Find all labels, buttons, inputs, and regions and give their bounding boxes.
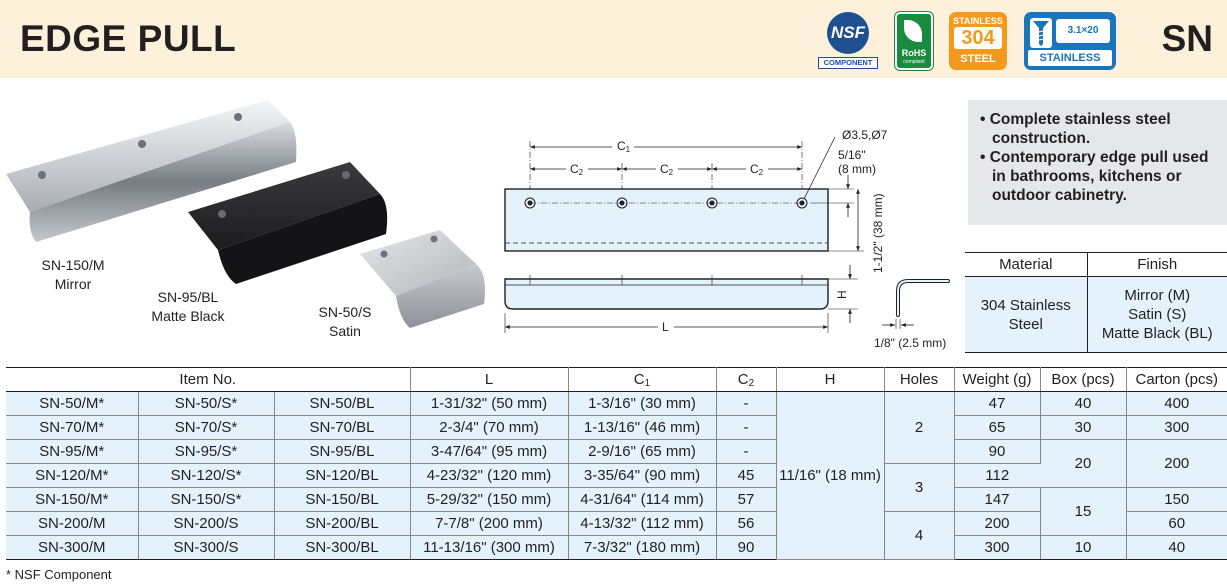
finish-header: Finish bbox=[1086, 252, 1227, 277]
stainless-304-badge: STAINLESS 304 STEEL bbox=[949, 12, 1007, 70]
c1-header: C1 bbox=[568, 367, 717, 392]
finish-values: Mirror (M) Satin (S) Matte Black (BL) bbox=[1086, 276, 1227, 353]
holes-cell: 3 bbox=[884, 463, 955, 512]
c2-label-2: C2 bbox=[660, 162, 674, 177]
item-no-header: Item No. bbox=[6, 367, 411, 392]
hole-diameter-label: Ø3.5,Ø7 bbox=[842, 128, 888, 142]
table-row: SN-150/M* SN-150/S* SN-150/BL 5-29/32" (… bbox=[6, 487, 1227, 536]
photo-caption-black: SN-95/BL Matte Black bbox=[151, 289, 225, 324]
page-title: EDGE PULL bbox=[20, 18, 237, 59]
carton-header: Carton (pcs) bbox=[1126, 367, 1227, 392]
steel-badge-bottom: STEEL bbox=[960, 53, 996, 65]
nsf-component-badge: NSF COMPONENT bbox=[818, 12, 878, 70]
nsf-logo-icon: NSF bbox=[827, 12, 869, 54]
material-value: 304 Stainless Steel bbox=[965, 276, 1087, 353]
table-row: SN-70/M* SN-70/S* SN-70/BL 2-3/4" (70 mm… bbox=[6, 415, 1227, 440]
holes-cell: 4 bbox=[884, 511, 955, 560]
c1-label: C1 bbox=[617, 139, 631, 154]
holes-cell: 2 bbox=[884, 391, 955, 464]
hole-offset-mm: (8 mm) bbox=[838, 162, 876, 176]
h-header: H bbox=[776, 367, 885, 392]
material-finish-table: Material Finish 304 Stainless Steel Mirr… bbox=[965, 252, 1227, 353]
rohs-badge: RoHS compliant bbox=[895, 12, 933, 70]
technical-drawing: C1 C2 C2 C2 Ø3.5,Ø7 bbox=[490, 115, 965, 355]
screw-dimension: 3.1×20 bbox=[1056, 19, 1110, 43]
product-photos bbox=[0, 92, 500, 362]
steel-badge-top: STAINLESS bbox=[953, 16, 1003, 26]
h-value-cell: 11/16" (18 mm) bbox=[776, 391, 885, 560]
rohs-sub-label: compliant bbox=[903, 59, 925, 65]
thickness-label: 1/8" (2.5 mm) bbox=[874, 336, 946, 350]
table-row: SN-95/M* SN-95/S* SN-95/BL 3-47/64" (95 … bbox=[6, 439, 1227, 488]
l-header: L bbox=[410, 367, 569, 392]
height-dimension-label: 1-1/2" (38 mm) bbox=[871, 193, 885, 273]
feature-item: Contemporary edge pull used in bathrooms… bbox=[980, 148, 1219, 205]
weight-header: Weight (g) bbox=[954, 367, 1041, 392]
feature-item: Complete stainless steel construction. bbox=[980, 110, 1219, 148]
l-dimension-label: L bbox=[662, 320, 669, 334]
screw-icon bbox=[1030, 18, 1052, 48]
footnote: * NSF Component bbox=[6, 567, 112, 582]
specification-table: Item No. L C1 C2 H Holes Weight (g) Box … bbox=[6, 367, 1227, 560]
matte-black-pull-image bbox=[188, 162, 388, 284]
screw-badge: 3.1×20 STAINLESS bbox=[1024, 12, 1116, 70]
feature-list: Complete stainless steel construction. C… bbox=[968, 100, 1227, 225]
box-header: Box (pcs) bbox=[1040, 367, 1127, 392]
screw-material-label: STAINLESS bbox=[1028, 50, 1112, 66]
satin-pull-image bbox=[360, 230, 485, 328]
hole-offset-inch: 5/16" bbox=[838, 148, 866, 162]
table-row: SN-200/M SN-200/S SN-200/BL 7-7/8" (200 … bbox=[6, 511, 1227, 560]
rohs-label: RoHS bbox=[901, 48, 927, 58]
material-header: Material bbox=[965, 252, 1087, 277]
h-dimension-label: H bbox=[835, 290, 849, 299]
table-row: SN-50/M* SN-50/S* SN-50/BL 1-31/32" (50 … bbox=[6, 391, 1227, 560]
c2-label-3: C2 bbox=[750, 162, 764, 177]
photo-caption-mirror: SN-150/M Mirror bbox=[41, 257, 105, 292]
c2-header: C2 bbox=[716, 367, 777, 392]
table-row: SN-120/M* SN-120/S* SN-120/BL 4-23/32" (… bbox=[6, 463, 1227, 512]
mounting-holes bbox=[524, 197, 808, 209]
photo-caption-satin: SN-50/S Satin bbox=[318, 304, 372, 339]
leaf-icon bbox=[904, 20, 922, 42]
mirror-pull-image bbox=[6, 100, 297, 242]
nsf-component-label: COMPONENT bbox=[818, 57, 878, 69]
c2-label-1: C2 bbox=[570, 162, 584, 177]
edge-pull-photos bbox=[6, 100, 485, 328]
series-code: SN bbox=[1161, 18, 1213, 59]
table-row: SN-300/M SN-300/S SN-300/BL 11-13/16" (3… bbox=[6, 535, 1227, 560]
page-header: EDGE PULL NSF COMPONENT RoHS compliant S… bbox=[0, 0, 1227, 78]
holes-header: Holes bbox=[884, 367, 955, 392]
steel-badge-number: 304 bbox=[954, 27, 1002, 49]
